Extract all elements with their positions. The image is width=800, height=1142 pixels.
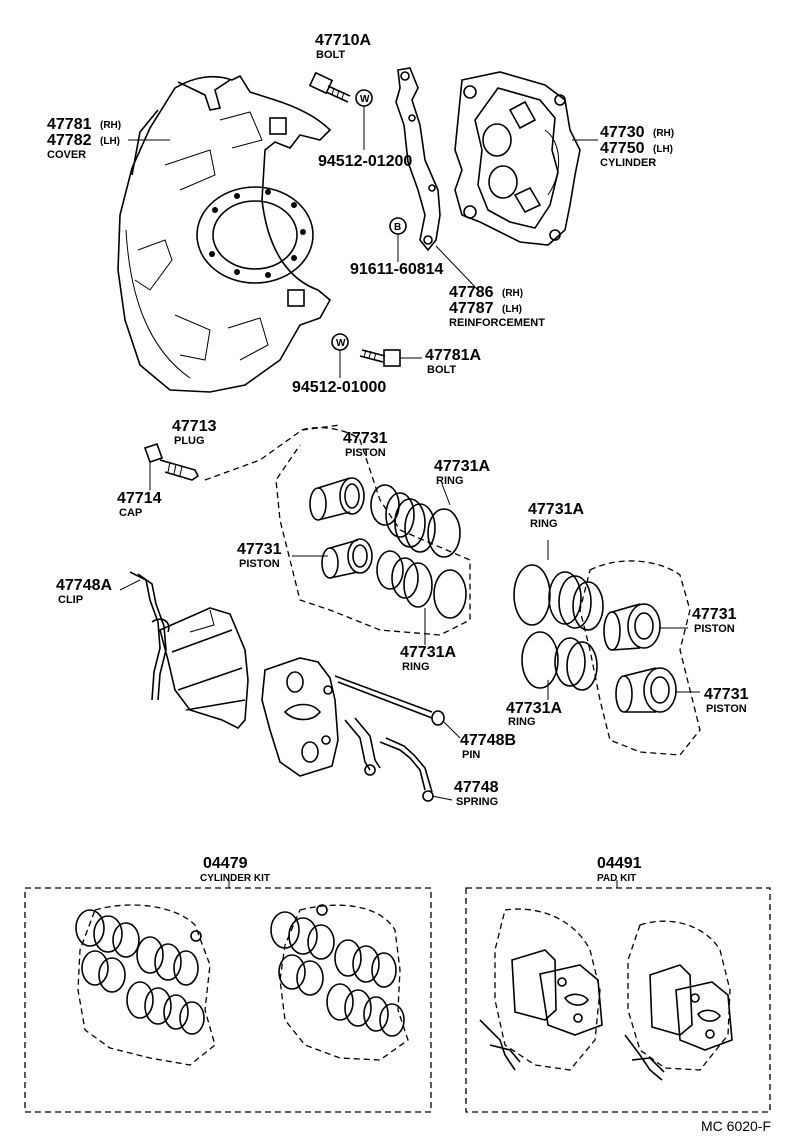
label-pin-name: PIN <box>462 749 480 761</box>
pin-drawing <box>334 675 461 739</box>
label-ring-b-number: 47731A <box>400 644 456 661</box>
bolt-top-drawing <box>308 71 351 103</box>
label-cylinder-suffix-lh: (LH) <box>653 144 673 155</box>
clip-drawing <box>119 571 170 701</box>
leader-lines <box>128 139 598 557</box>
label-spring-number: 47748 <box>454 779 499 796</box>
label-ring-a-number: 47731A <box>434 458 490 475</box>
label-piston-a-number: 47731 <box>343 430 388 447</box>
label-pad-kit-number: 04491 <box>597 855 642 872</box>
nut-mark: B <box>394 222 401 233</box>
label-bolt-lower-name: BOLT <box>427 364 456 376</box>
spring-drawing <box>344 717 453 802</box>
label-spring-name: SPRING <box>456 796 498 808</box>
label-cover-number-lh: 47782 <box>47 132 92 149</box>
washer-mark-top: W <box>360 94 370 105</box>
label-clip-number: 47748A <box>56 577 112 594</box>
label-cover-suffix-rh: (RH) <box>100 120 121 131</box>
label-reinforcement-suffix-lh: (LH) <box>502 304 522 315</box>
label-pad-kit-name: PAD KIT <box>597 873 636 884</box>
footer-code: MC 6020-F <box>701 1118 771 1134</box>
bolt-lower-drawing <box>359 349 422 367</box>
label-clip-name: CLIP <box>58 594 83 606</box>
piston-group-right <box>513 540 701 756</box>
label-ring-d-name: RING <box>508 716 536 728</box>
label-cylinder-kit-name: CYLINDER KIT <box>200 873 270 884</box>
piston-group-left <box>275 426 471 645</box>
label-piston-c-name: PISTON <box>694 623 735 635</box>
label-piston-b-number: 47731 <box>237 541 282 558</box>
plug-cap-drawing <box>143 424 341 490</box>
label-bolt-top-number: 47710A <box>315 32 371 49</box>
label-reinforcement-number-lh: 47787 <box>449 300 494 317</box>
label-piston-a-name: PISTON <box>345 447 386 459</box>
label-ring-a-name: RING <box>436 475 464 487</box>
label-washer-lower-number: 94512-01000 <box>292 379 386 396</box>
label-cylinder-name: CYLINDER <box>600 157 656 169</box>
pad-right-drawing <box>261 657 339 777</box>
label-bolt-lower-number: 47781A <box>425 347 481 364</box>
label-cylinder-number-lh: 47750 <box>600 140 645 157</box>
dust-cover-drawing <box>117 74 332 393</box>
label-plug-name: PLUG <box>174 435 205 447</box>
label-reinforcement-name: REINFORCEMENT <box>449 317 545 329</box>
washer-top-drawing: W <box>355 89 373 150</box>
label-reinforcement-suffix-rh: (RH) <box>502 288 523 299</box>
label-cover-suffix-lh: (LH) <box>100 136 120 147</box>
washer-lower-drawing: W <box>331 333 349 378</box>
cylinder-kit-box <box>24 880 432 1113</box>
label-pin-number: 47748B <box>460 732 516 749</box>
label-bolt-top-name: BOLT <box>316 49 345 61</box>
label-cylinder-suffix-rh: (RH) <box>653 128 674 139</box>
label-plug-number: 47713 <box>172 418 217 435</box>
label-ring-c-name: RING <box>530 518 558 530</box>
label-cover-number-rh: 47781 <box>47 116 92 133</box>
label-nut-number: 91611-60814 <box>350 261 444 278</box>
label-piston-c-number: 47731 <box>692 606 737 623</box>
pad-left-drawing <box>159 607 249 729</box>
label-reinforcement-number-rh: 47786 <box>449 284 494 301</box>
reinforcement-drawing <box>395 67 479 291</box>
caliper-drawing <box>454 71 581 246</box>
label-cylinder-number-rh: 47730 <box>600 124 645 141</box>
nut-drawing: B <box>389 217 407 262</box>
label-cap-name: CAP <box>119 507 142 519</box>
pad-kit-box <box>465 880 771 1113</box>
label-ring-b-name: RING <box>402 661 430 673</box>
label-cylinder-kit-number: 04479 <box>203 855 248 872</box>
label-ring-d-number: 47731A <box>506 700 562 717</box>
label-cover-name: COVER <box>47 149 86 161</box>
washer-mark-lower: W <box>336 338 346 349</box>
label-piston-d-number: 47731 <box>704 686 749 703</box>
label-piston-b-name: PISTON <box>239 558 280 570</box>
label-piston-d-name: PISTON <box>706 703 747 715</box>
label-ring-c-number: 47731A <box>528 501 584 518</box>
label-cap-number: 47714 <box>117 490 162 507</box>
label-washer-top-number: 94512-01200 <box>318 153 412 170</box>
